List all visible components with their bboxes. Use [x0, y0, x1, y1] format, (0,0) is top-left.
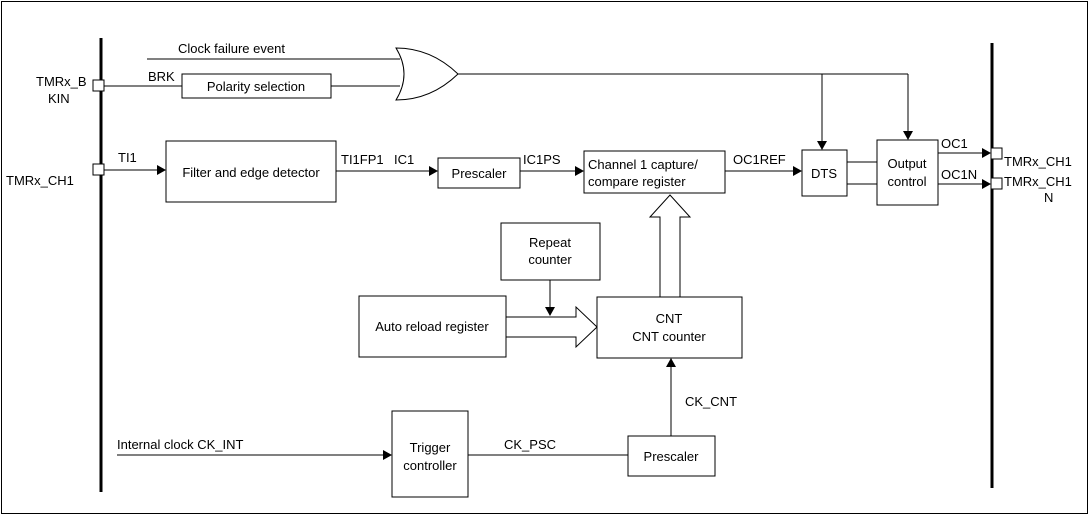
input-prescaler-block — [437, 157, 521, 189]
or-gate — [395, 47, 459, 101]
tmrx-ch1n-output-pad — [990, 177, 1003, 190]
tmrx-ch1-input-label: TMRx_CH1 — [6, 173, 74, 188]
trigger-controller-block — [391, 410, 469, 498]
ti1-label: TI1 — [118, 150, 137, 165]
repeat-arrowhead — [545, 307, 555, 316]
polarity-selection-block — [181, 73, 332, 99]
oc1ref-arrowhead — [793, 166, 802, 176]
ti1fp1-arrowhead — [429, 166, 438, 176]
tmrx-ch1-input-pad — [92, 163, 105, 176]
reload-to-counter-hollow-arrow — [505, 305, 598, 349]
oc1n-arrowhead — [982, 179, 991, 189]
output-control-block — [876, 139, 939, 206]
ti1-arrowhead — [157, 165, 166, 175]
ic1ps-arrowhead — [575, 166, 584, 176]
capture-compare-label-line1: Channel 1 capture/ — [588, 157, 698, 172]
ck-psc-label: CK_PSC — [504, 437, 556, 452]
internal-clock-label: Internal clock CK_INT — [117, 437, 243, 452]
tmrx-ch1n-label-line2: N — [1044, 190, 1053, 205]
ck-cnt-label: CK_CNT — [685, 394, 737, 409]
auto-reload-register-block — [358, 295, 507, 358]
tmrx-ch1-output-pad — [990, 147, 1003, 160]
tmrx-ch1n-label-line1: TMRx_CH1 — [1004, 174, 1072, 189]
repeat-counter-label-line2: counter — [528, 252, 572, 267]
ic1-label: IC1 — [394, 152, 414, 167]
repeat-counter-label-line1: Repeat — [529, 235, 571, 250]
dts-block — [801, 149, 848, 197]
oc1ref-label: OC1REF — [733, 152, 786, 167]
output-control-label-line1: Output — [887, 156, 926, 171]
tmrx-bkin-label-line1: TMRx_B — [36, 74, 87, 89]
cnt-label-line1: CNT — [656, 311, 683, 326]
output-control-label-line2: control — [887, 174, 926, 189]
capture-compare-register-block — [583, 150, 726, 194]
tmrx-bkin-label-line2: KIN — [48, 91, 70, 106]
counter-prescaler-label: Prescaler — [644, 449, 700, 464]
internal-clock-arrowhead — [383, 450, 392, 460]
trigger-controller-label-line2: controller — [403, 458, 457, 473]
cnt-counter-block — [596, 296, 743, 359]
capture-compare-label-line2: compare register — [588, 174, 686, 189]
oc1-label: OC1 — [941, 136, 968, 151]
ic1ps-label: IC1PS — [523, 152, 561, 167]
tmrx-ch1-output-label: TMRx_CH1 — [1004, 154, 1072, 169]
input-prescaler-label: Prescaler — [452, 166, 508, 181]
trigger-controller-label-line1: Trigger — [410, 440, 451, 455]
ck-cnt-arrowhead — [666, 358, 676, 367]
oc1-arrowhead — [982, 148, 991, 158]
auto-reload-register-label: Auto reload register — [375, 319, 489, 334]
cnt-label-line2: CNT counter — [632, 329, 706, 344]
brk-label: BRK — [148, 69, 175, 84]
dts-label: DTS — [811, 166, 837, 181]
repeat-counter-block — [500, 222, 601, 281]
oc1n-label: OC1N — [941, 167, 977, 182]
polarity-selection-label: Polarity selection — [207, 79, 305, 94]
dts-break-arrowhead — [817, 141, 827, 150]
clock-failure-label: Clock failure event — [178, 41, 285, 56]
tmrx-bkin-pad — [92, 79, 105, 92]
output-break-arrowhead — [903, 131, 913, 140]
counter-to-compare-hollow-arrow — [648, 194, 692, 298]
counter-prescaler-block — [627, 435, 716, 477]
filter-edge-detector-label: Filter and edge detector — [182, 165, 320, 180]
ti1fp1-label: TI1FP1 — [341, 152, 384, 167]
